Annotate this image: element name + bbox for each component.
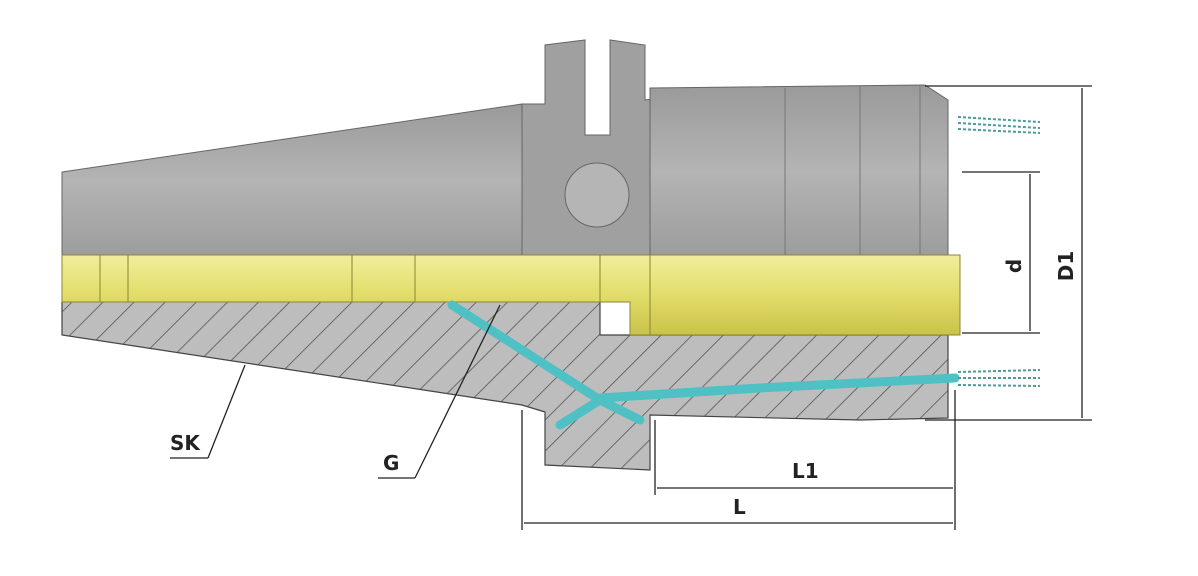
body-upper: [649, 84, 949, 259]
coolant-spray-icon: [957, 116, 1041, 387]
coolant-channel: [447, 300, 960, 430]
taper-shank: [61, 103, 523, 259]
label-g: G: [383, 451, 399, 475]
tool-shank: [61, 254, 961, 336]
label-l: L: [733, 495, 746, 519]
label-l1: L1: [792, 459, 819, 483]
label-d: d: [1002, 259, 1026, 273]
drive-slot: [564, 162, 630, 228]
label-sk: SK: [170, 431, 201, 455]
dimension-lines: [170, 85, 1092, 530]
label-d1: D1: [1054, 251, 1078, 282]
section-cut: [61, 299, 949, 471]
